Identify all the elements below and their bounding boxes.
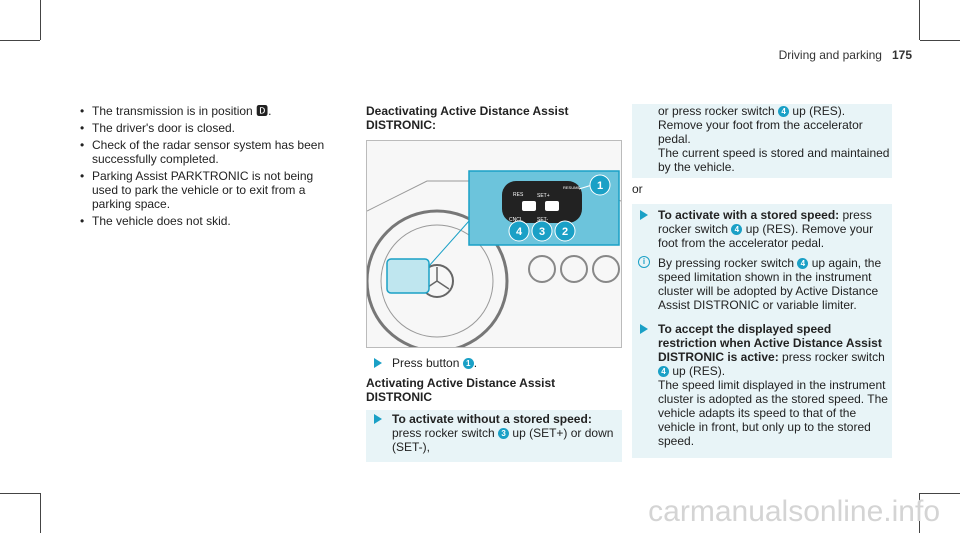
crop-mark: [0, 40, 40, 41]
callout-badge: 4: [797, 258, 809, 269]
step-text: press rocker switch: [658, 208, 872, 236]
bullet-item: The transmission is in position 🅳.: [78, 104, 340, 118]
steering-wheel-illustration: RES SET+ CNCL SET- RESUME 1 4 3 2: [367, 141, 621, 347]
set-minus-label: SET-: [537, 217, 548, 223]
cncl-label: CNCL: [509, 217, 523, 223]
or-text: or: [632, 182, 643, 196]
section-title: Driving and parking: [778, 48, 882, 62]
bullet-item: The driver's door is closed.: [78, 121, 340, 135]
callout-4: 4: [516, 226, 523, 238]
step-text: The current speed is stored and maintain…: [658, 146, 890, 174]
callout-badge: 4: [658, 366, 669, 377]
step-text: up (RES).: [672, 364, 726, 378]
instruction-band: To activate with a stored speed: press r…: [632, 204, 892, 458]
bullet-item: Check of the radar sensor system has bee…: [78, 138, 340, 166]
arrow-icon: [640, 210, 648, 220]
callout-3: 3: [539, 226, 545, 238]
callout-2: 2: [562, 226, 568, 238]
crop-mark: [0, 493, 40, 494]
step-text: press rocker switch: [782, 350, 885, 364]
step-text: The speed limit displayed in the instrum…: [658, 378, 888, 448]
step-text: Press button: [392, 356, 460, 370]
press-button-step: Press button 1.: [366, 356, 622, 370]
instruction-band: or press rocker switch 4 up (RES). Remov…: [632, 104, 892, 178]
step-text: or press rocker switch: [658, 104, 775, 118]
column-left: The transmission is in position 🅳. The d…: [78, 104, 340, 231]
crop-mark: [40, 493, 41, 533]
step-text: up (RES). Remove your foot from the acce…: [658, 104, 863, 146]
crop-mark: [920, 40, 960, 41]
resume-label: RESUME: [563, 185, 580, 190]
crop-mark: [919, 493, 920, 533]
page-header: Driving and parking 175: [779, 48, 912, 62]
arrow-icon: [374, 414, 382, 424]
column-middle-lower: Press button 1. Activating Active Distan…: [366, 356, 622, 462]
instruction-band: To activate without a stored speed: pres…: [366, 410, 622, 462]
steering-wheel-figure: RES SET+ CNCL SET- RESUME 1 4 3 2: [366, 140, 622, 348]
bullet-item: The vehicle does not skid.: [78, 214, 340, 228]
callout-badge: 3: [498, 428, 510, 439]
callout-badge: 4: [778, 106, 790, 117]
arrow-icon: [640, 324, 648, 334]
callout-1: 1: [597, 180, 603, 192]
step-bold: To activate with a stored speed:: [658, 208, 840, 222]
column-middle: Deactivating Active Distance Assist DIST…: [366, 104, 622, 138]
deactivating-heading: Deactivating Active Distance Assist DIST…: [366, 104, 569, 132]
activate-without-stored-step: To activate without a stored speed: pres…: [366, 412, 622, 454]
step-text: up (RES). Remove your foot from the acce…: [658, 222, 874, 250]
accept-restriction-step: To accept the displayed speed restrictio…: [632, 322, 892, 448]
crop-mark: [920, 493, 960, 494]
activate-with-stored-step: To activate with a stored speed: press r…: [632, 208, 892, 250]
step-text: press rocker switch: [392, 426, 495, 440]
step-text: up (SET+) or down (SET-),: [392, 426, 614, 454]
crop-mark: [919, 0, 920, 40]
note-text: By pressing rocker switch: [658, 256, 795, 270]
res-label: RES: [513, 192, 524, 198]
info-note: i By pressing rocker switch 4 up again, …: [632, 256, 892, 312]
watermark: carmanualsonline.info: [648, 495, 940, 528]
set-plus-label: SET+: [537, 193, 550, 199]
step-bold: To accept the displayed speed restrictio…: [658, 322, 882, 364]
bullet-item: Parking Assist PARKTRONIC is not being u…: [78, 169, 340, 211]
note-text: up again, the speed limitation shown in …: [658, 256, 882, 312]
page-number: 175: [891, 48, 912, 62]
step-bold: To activate without a stored speed:: [392, 412, 592, 426]
crop-mark: [40, 0, 41, 40]
callout-badge: 1: [462, 358, 474, 369]
arrow-icon: [374, 358, 382, 368]
info-icon: i: [638, 256, 650, 268]
column-right: or press rocker switch 4 up (RES). Remov…: [632, 104, 892, 458]
activating-heading: Activating Active Distance Assist DISTRO…: [366, 376, 556, 404]
callout-badge: 4: [731, 224, 743, 235]
